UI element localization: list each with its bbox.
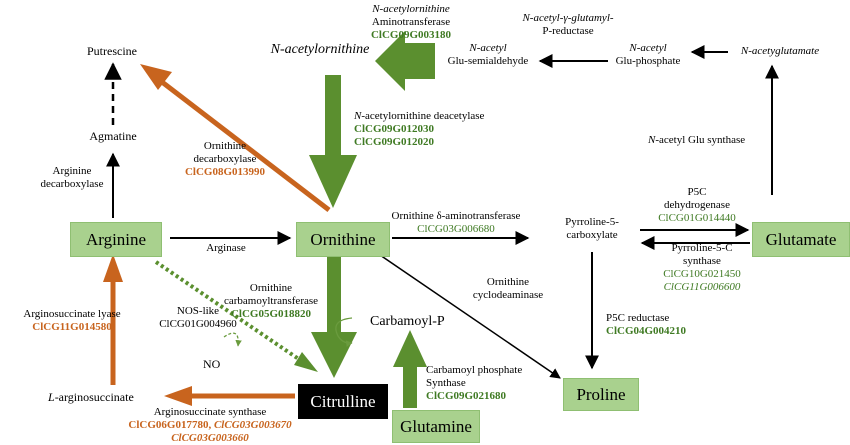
arrow-ornithine-to-proline — [379, 254, 561, 379]
arrow-n-acetylornithine-to-ornithine — [309, 75, 357, 208]
ornithine-decarboxylase-label: Ornithine decarboxylase ClCG08G013990 — [184, 140, 266, 178]
l-arginosuccinate-prefix: L — [48, 390, 55, 404]
proline-box: Proline — [563, 378, 639, 411]
glu-phosphate-line2: Glu-phosphate — [615, 55, 681, 67]
glu-phosphate-line1: N-acetyl — [629, 42, 667, 54]
ornithine-cyclodeaminase-label: Ornithine cyclodeaminase — [472, 276, 544, 301]
carbamoyl-phosphate-synthase-label: Carbamoyl phosphate Synthase ClCG09G0216… — [426, 364, 523, 402]
arrowhead-arginosuccinate-to-arginine — [103, 254, 123, 282]
carbamoyl-p-label: Carbamoyl-P — [370, 314, 445, 329]
arrow-glutamine-to-carbamoyl-p — [393, 330, 427, 408]
p5c-reductase-label: P5C reductase ClCG04G004210 — [606, 312, 687, 337]
glu-semialdehyde-line1: N-acetyl — [469, 42, 507, 54]
glu-phosphate-label: N-acetyl Glu-phosphate — [616, 42, 681, 68]
n-acetyl-glutamyl-p-reductase-label: N-acetyl-γ-glutamyl- P-reductase — [522, 12, 614, 37]
arrowhead-arginine-to-no — [294, 352, 318, 372]
p5c-label: Pyrroline-5- carboxylate — [565, 216, 619, 242]
l-arginosuccinate-suffix: -arginosuccinate — [54, 390, 134, 404]
p5c-synthase-label: Pyrroline-5-C synthase ClCG10G021450 ClC… — [663, 242, 741, 293]
arginosuccinate-synthase-label: Arginosuccinate synthase ClCG06G017780, … — [128, 406, 292, 444]
no-label: NO — [203, 357, 221, 371]
glu-semialdehyde-line2: Glu-semialdehyde — [447, 55, 529, 67]
p5c-line1: Pyrroline-5- — [565, 216, 619, 228]
n-acetylornithine-deacetylase-label: N-acetylornithine deacetylase ClCG09G012… — [354, 110, 485, 148]
arrowhead-citrulline-to-arginosuccinate — [164, 386, 192, 406]
n-acetylornithine-label: N-acetylornithine — [270, 42, 370, 57]
arrow-carbamoyl-p-curve — [335, 317, 353, 347]
glutamate-box: Glutamate — [752, 222, 850, 257]
citrulline-box: Citrulline — [298, 384, 388, 419]
arrowhead-ornithine-to-putrescine — [140, 64, 172, 90]
arrow-ornithine-to-citrulline — [311, 255, 357, 378]
glu-semialdehyde-label: N-acetyl Glu-semialdehyde — [448, 42, 529, 68]
putrescine-label: Putrescine — [87, 44, 137, 58]
ornithine-aminotransferase-label: Ornithine δ-aminotransferase ClCG03G0066… — [391, 210, 521, 235]
arrow-glu-semialdehyde-to-n-acetylornithine — [375, 31, 435, 91]
glutamine-box: Glutamine — [392, 410, 480, 443]
arrow-arginine-to-no — [154, 260, 308, 366]
p5c-line2: carboxylate — [566, 229, 618, 241]
p5c-dehydrogenase-label: P5C dehydrogenase ClCG01G014440 — [658, 186, 736, 224]
arginine-decarboxylase-label: Arginine decarboxylase — [40, 165, 104, 190]
arginase-label: Arginase — [206, 242, 246, 254]
ornithine-box: Ornithine — [296, 222, 390, 257]
n-acetylglutamate-label: N-acetyglutamate — [740, 45, 820, 57]
l-arginosuccinate-label: L-arginosuccinate — [48, 391, 134, 404]
arrow-ornithine-to-putrescine — [160, 80, 331, 212]
arginosuccinate-lyase-label: Arginosuccinate lyase ClCG11G014580 — [23, 308, 121, 333]
nos-like-label: NOS-like ClCG01G004960 — [159, 305, 237, 330]
n-acetyl-glu-synthase-label: N-acetyl Glu synthase — [648, 134, 746, 146]
arginine-box: Arginine — [70, 222, 162, 257]
n-acetylornithine-aminotransferase-label: N-acetylornithine Aminotransferase ClCG0… — [370, 3, 452, 41]
agmatine-label: Agmatine — [89, 129, 137, 143]
arrow-nos-to-no — [223, 332, 242, 347]
ornithine-carbamoyltransferase-label: Ornithine carbamoyltransferase ClCG05G01… — [223, 282, 319, 320]
